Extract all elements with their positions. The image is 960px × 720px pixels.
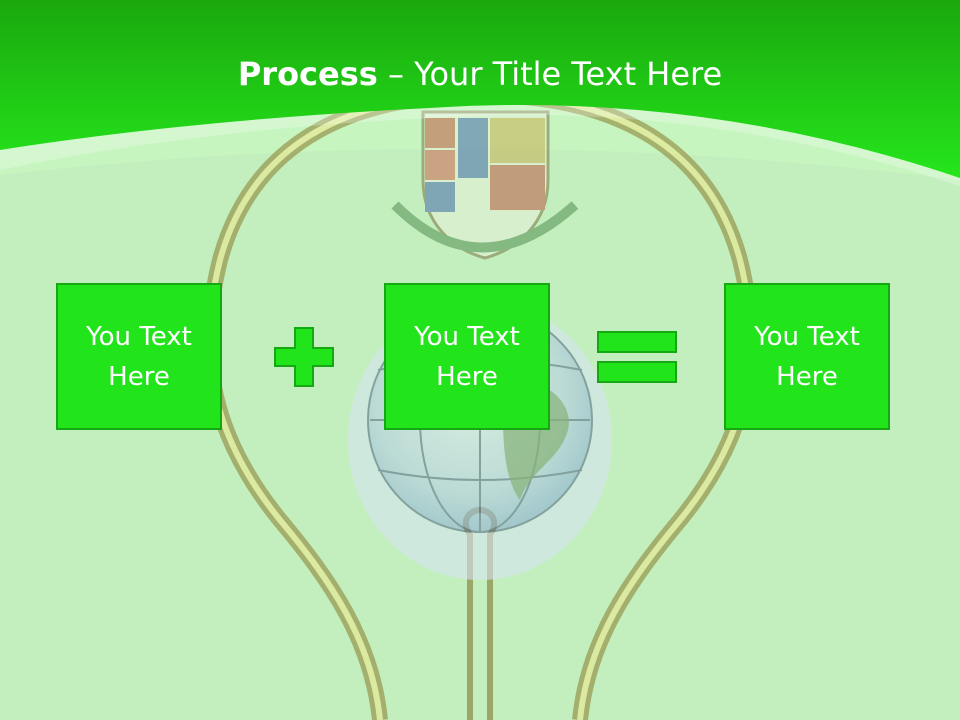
- text-box-1[interactable]: You Text Here: [56, 283, 222, 430]
- header-band: [0, 0, 960, 178]
- equals-icon: [597, 331, 677, 383]
- coat-of-arms-image: [391, 110, 579, 260]
- text-box-3-label: You Text Here: [754, 321, 860, 392]
- text-box-3[interactable]: You Text Here: [724, 283, 890, 430]
- slide-title: Process – Your Title Text Here: [0, 54, 960, 94]
- text-box-2[interactable]: You Text Here: [384, 283, 550, 430]
- text-box-2-label: You Text Here: [414, 321, 520, 392]
- text-box-1-label: You Text Here: [86, 321, 192, 392]
- title-bold: Process: [237, 55, 378, 93]
- title-rest: – Your Title Text Here: [377, 55, 723, 93]
- plus-icon: [274, 327, 334, 387]
